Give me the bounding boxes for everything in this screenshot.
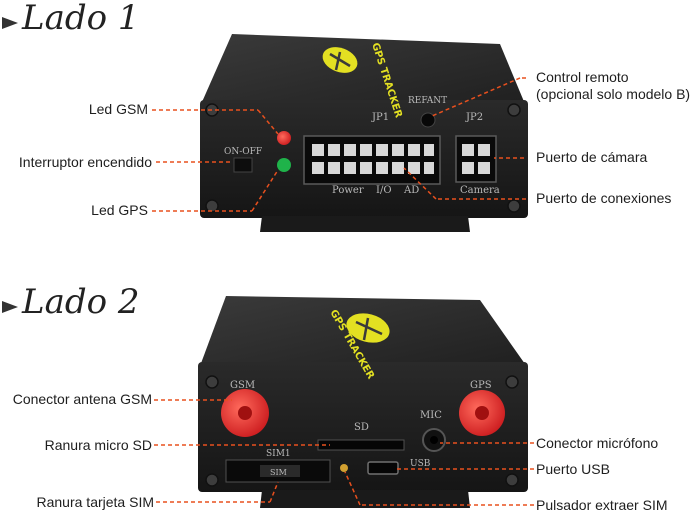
power-text: Power bbox=[332, 185, 364, 196]
sd-text: SD bbox=[354, 422, 369, 433]
usb-text: USB bbox=[410, 459, 431, 469]
on-off-text: ON-OFF bbox=[224, 147, 262, 157]
label-led-gps: Led GPS bbox=[91, 202, 148, 218]
section-title-side2: Lado 2 bbox=[22, 282, 140, 322]
camera-text: Camera bbox=[460, 185, 500, 196]
label-remote-control-line1: Control remoto bbox=[536, 69, 629, 85]
io-text: I/O bbox=[376, 185, 392, 196]
screw-icon bbox=[205, 199, 219, 213]
label-usb-port: Puerto USB bbox=[536, 461, 610, 477]
callouts-side2 bbox=[154, 399, 534, 506]
io-connector bbox=[303, 135, 441, 185]
label-power-switch: Interruptor encendido bbox=[18, 154, 152, 170]
label-connection-port: Puerto de conexiones bbox=[536, 190, 672, 206]
section-title-side1: Lado 1 bbox=[22, 0, 140, 38]
jp1-text: JP1 bbox=[371, 112, 389, 123]
section-arrow-icon bbox=[2, 17, 18, 29]
device-side2: GPS TRACKER GSM GPS SD MIC USB SIM1 SIM bbox=[198, 296, 528, 508]
label-remote-control: Control remoto (opcional solo modelo B) bbox=[536, 69, 690, 103]
jp2-text: JP2 bbox=[465, 112, 483, 123]
label-sim-slot: Ranura tarjeta SIM bbox=[36, 494, 155, 510]
remote-control-port bbox=[420, 112, 436, 128]
sim1-text: SIM1 bbox=[266, 449, 291, 459]
usb-port bbox=[367, 461, 399, 475]
screw-icon bbox=[507, 103, 521, 117]
device-base bbox=[260, 490, 470, 508]
micro-sd-slot bbox=[317, 439, 405, 451]
gsm-text: GSM bbox=[230, 380, 255, 391]
screw-icon bbox=[205, 375, 219, 389]
device-base bbox=[260, 216, 470, 232]
refant-text: REFANT bbox=[408, 96, 447, 106]
screw-icon bbox=[205, 473, 219, 487]
sim-text: SIM bbox=[270, 468, 287, 477]
label-camera-port: Puerto de cámara bbox=[536, 149, 648, 165]
label-remote-control-line2: (opcional solo modelo B) bbox=[536, 86, 691, 102]
led-gsm-icon bbox=[277, 131, 291, 145]
screw-icon bbox=[505, 375, 519, 389]
device-top bbox=[202, 34, 525, 104]
mic-text: MIC bbox=[420, 410, 442, 421]
screw-icon bbox=[505, 473, 519, 487]
gps-text: GPS bbox=[470, 380, 492, 391]
ad-text: AD bbox=[403, 185, 419, 196]
label-micro-sd: Ranura micro SD bbox=[44, 437, 152, 453]
section-arrow-icon bbox=[2, 301, 18, 313]
camera-connector bbox=[455, 135, 497, 183]
label-mic-connector: Conector micrófono bbox=[536, 435, 659, 451]
label-led-gsm: Led GSM bbox=[88, 101, 148, 117]
label-gsm-antenna: Conector antena GSM bbox=[12, 391, 152, 407]
led-gps-icon bbox=[277, 158, 291, 172]
power-switch bbox=[233, 157, 253, 173]
callouts-side1 bbox=[152, 77, 526, 212]
io-connector-pins bbox=[312, 144, 434, 174]
sim-eject-button bbox=[340, 464, 348, 472]
device-side1: GPS TRACKER ON-OFF JP1 Power I/O AD REFA… bbox=[200, 34, 528, 232]
screw-icon bbox=[507, 199, 521, 213]
label-sim-eject: Pulsador extraer SIM bbox=[536, 497, 668, 513]
